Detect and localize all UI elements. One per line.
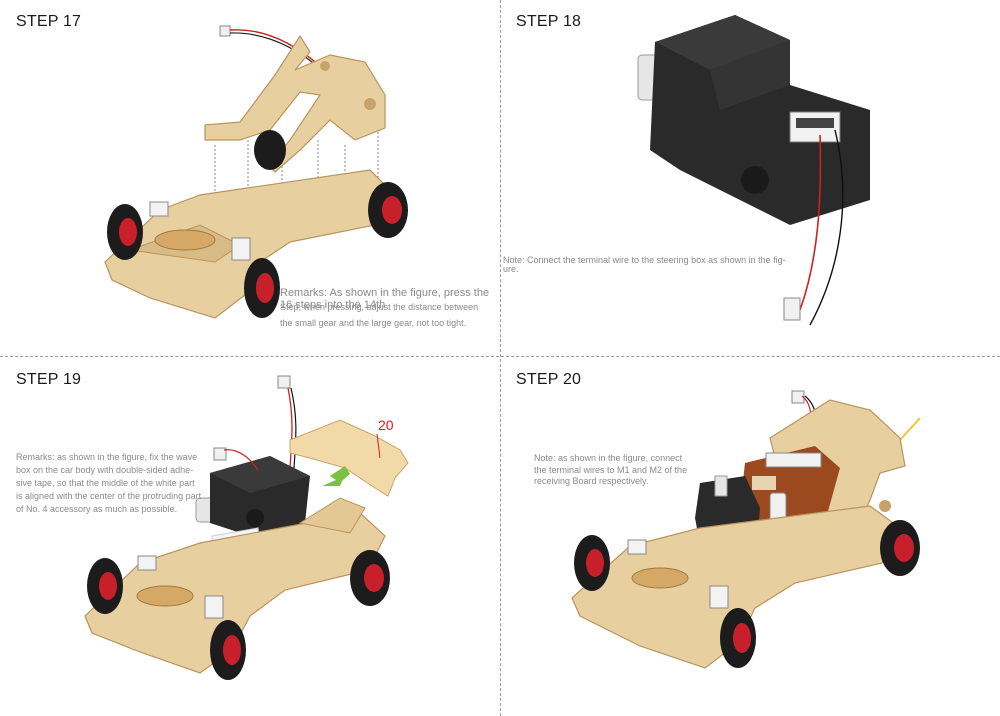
step-19-part-label: 20 [378,417,394,433]
step-17-car-illustration [104,25,408,319]
step-19-car-illustration: 20 [84,375,409,680]
step-20-note-line-1: Note: as shown in the figure, connect [534,453,683,463]
step-20-chassis [571,505,901,669]
step-19-panel: STEP 19 20 [0,358,500,716]
step-20-panel: STEP 20 [500,358,1000,716]
step-20-wheels [574,520,920,668]
step-19-top-connector [277,375,297,469]
step-20-note-line-2: the terminal wires to M1 and M2 of the [534,465,688,475]
step-17-panel: STEP 17 [0,0,500,358]
step-17-upper-frame [204,34,386,173]
step-17-wheels [107,130,408,318]
step-17-note-line-2: Step, when pressing, adjust the distance… [280,302,479,312]
step-20-antenna [899,417,921,441]
step-17-chassis [104,169,396,319]
horizontal-divider [0,356,1000,357]
step-20-car-illustration [571,390,921,669]
step-19-arrow-upper [322,466,350,486]
step-18-note-line-2: ure. [503,264,519,274]
step-18-red-wire [799,134,822,311]
step-18-note-line-1: Note: Connect the terminal wire to the s… [503,255,786,265]
step-19-note-line-2: box on the car body with double-sided ad… [16,465,194,475]
step-17-title: STEP 17 [16,13,82,30]
step-18-servo-illustration [637,15,870,326]
step-20-title: STEP 20 [516,371,582,388]
step-18-title: STEP 18 [516,13,582,30]
step-17-note-line-1: Remarks: As shown in the figure, press t… [280,287,490,311]
step-18-terminal-connector [783,297,801,321]
vertical-divider [500,0,501,716]
step-19-part-20: 20 [289,417,409,497]
step-20-note-line-3: receiving Board respectively. [534,476,649,486]
step-19-note-line-1: Remarks: as shown in the figure, fix the… [16,452,198,462]
step-18-panel: STEP 18 Note: Connect the terminal wire … [500,0,1000,358]
step-18-steering-box [637,15,870,225]
step-19-note-line-5: of No. 4 accessory as much as possible. [16,504,178,514]
step-19-note-line-4: is aligned with the center of the protru… [16,491,202,501]
step-17-note-line-3: the small gear and the large gear, not t… [280,318,467,328]
step-19-wheels [87,550,390,680]
step-19-title: STEP 19 [16,371,82,388]
step-18-black-wire [809,129,844,326]
step-19-servo-box [195,447,310,536]
step-19-note-line-3: sive tape, so that the middle of the whi… [16,478,195,488]
step-19-chassis [84,497,386,674]
